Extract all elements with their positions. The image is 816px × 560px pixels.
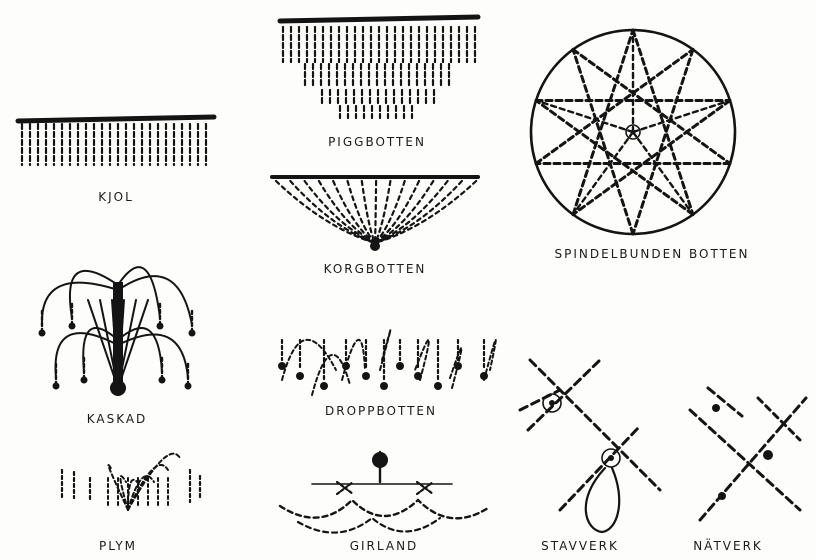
- bead-strand: [380, 330, 391, 370]
- bead-strand: [42, 283, 118, 325]
- label-spindelbunden-botten: SPINDELBUNDEN BOTTEN: [555, 247, 750, 261]
- drop-bead: [296, 372, 304, 380]
- drop-bead: [320, 382, 328, 390]
- bead-strand: [708, 388, 742, 416]
- drop-bead: [69, 323, 76, 330]
- bead-strand: [530, 360, 660, 490]
- kjol-diagram: [18, 117, 214, 165]
- drop-bead: [53, 383, 60, 390]
- label-natverk: NÄTVERK: [693, 539, 763, 553]
- junction-bead: [712, 404, 720, 412]
- top-bead: [372, 452, 388, 468]
- bead-strand: [312, 355, 350, 395]
- bead-strand: [120, 476, 128, 510]
- label-piggbotten: PIGGBOTTEN: [328, 135, 426, 149]
- drop-bead: [189, 330, 196, 337]
- drop-bead: [396, 362, 404, 370]
- plym-diagram: [62, 454, 200, 510]
- label-kaskad: KASKAD: [87, 412, 148, 426]
- center-bead: [631, 130, 636, 135]
- label-girland: GIRLAND: [350, 539, 419, 553]
- label-plym: PLYM: [99, 539, 137, 553]
- spindelbunden-botten-diagram: [531, 30, 735, 234]
- bead-strand: [758, 398, 800, 440]
- drop-bead: [185, 383, 192, 390]
- bead-strand: [118, 276, 192, 325]
- droppbotten-diagram: [278, 330, 496, 395]
- bead-strand: [70, 271, 118, 318]
- bead-strand: [118, 267, 160, 318]
- bead-strand: [375, 181, 376, 243]
- drop-bead: [159, 377, 166, 384]
- kaskad-diagram: [39, 267, 196, 396]
- label-korgbotten: KORGBOTTEN: [324, 262, 427, 276]
- bead-strand: [375, 181, 433, 243]
- bead-strand: [520, 390, 560, 410]
- drop-bead: [454, 362, 462, 370]
- drop-bead: [434, 382, 442, 390]
- junction-bead: [549, 400, 555, 406]
- top-bar: [18, 117, 214, 121]
- drop-bead: [81, 377, 88, 384]
- junction-bead: [608, 455, 614, 461]
- label-stavverk: STAVVERK: [541, 539, 619, 553]
- piggbotten-diagram: [280, 17, 478, 118]
- label-droppbotten: DROPPBOTTEN: [325, 404, 437, 418]
- junction-bead: [718, 492, 726, 500]
- korgbotten-diagram: [272, 177, 478, 251]
- garland-swag: [298, 518, 440, 533]
- drop-bead: [380, 382, 388, 390]
- drop-bead: [414, 372, 422, 380]
- bead-strand: [282, 340, 336, 380]
- junction-bead: [763, 450, 773, 460]
- top-bar: [280, 17, 478, 21]
- center-bead: [370, 241, 380, 251]
- drop-bead: [342, 362, 350, 370]
- drop-bead: [157, 323, 164, 330]
- drop-bead: [362, 372, 370, 380]
- natverk-diagram: [690, 388, 806, 520]
- bead-strand: [319, 181, 375, 243]
- drop-bead: [480, 372, 488, 380]
- drop-bead: [39, 330, 46, 337]
- garland-swag: [280, 500, 488, 518]
- drop-bead: [278, 362, 286, 370]
- label-kjol: KJOL: [98, 190, 134, 204]
- stavverk-diagram: [520, 360, 660, 532]
- girland-diagram: [280, 452, 488, 533]
- bead-strand: [560, 426, 640, 510]
